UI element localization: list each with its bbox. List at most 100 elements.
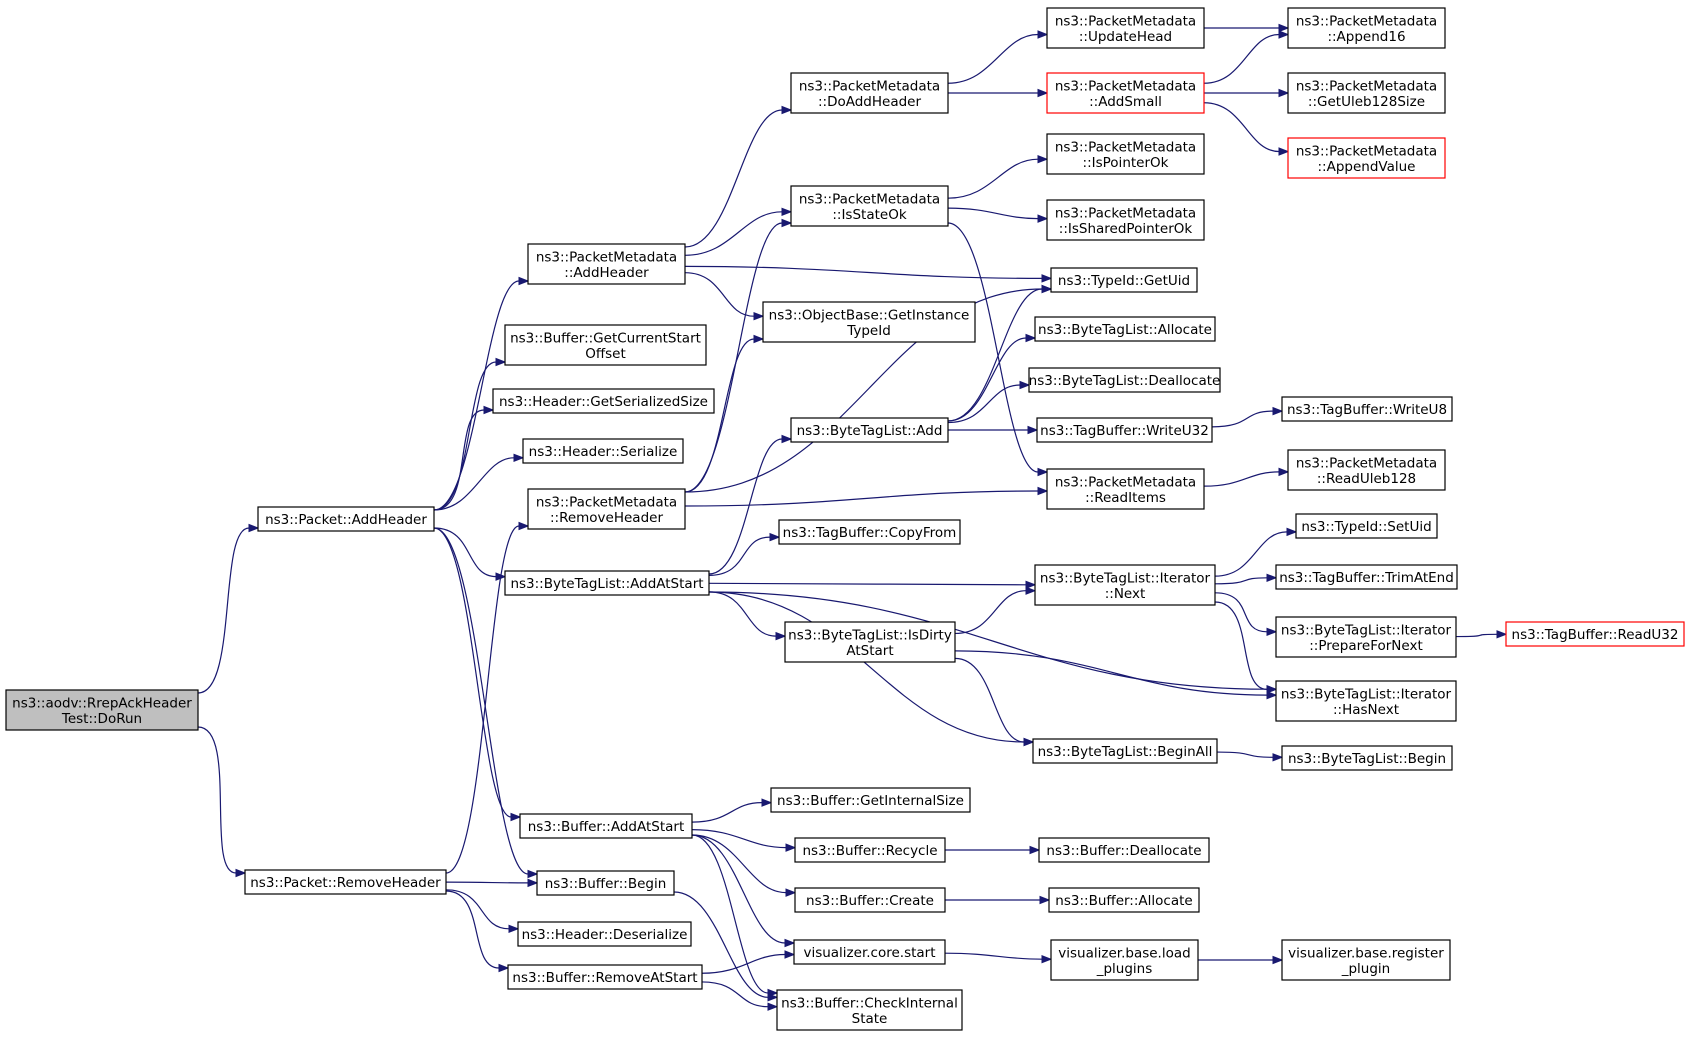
edge-line <box>445 889 510 930</box>
node-hdr-ser[interactable]: ns3::Header::Serialize <box>522 438 684 464</box>
node-btl-begin[interactable]: ns3::ByteTagList::Begin <box>1281 745 1453 771</box>
node-vb-load[interactable]: visualizer.base.load_plugins <box>1050 939 1199 981</box>
node-pm-shptrok[interactable]: ns3::PacketMetadata::IsSharedPointerOk <box>1046 199 1205 241</box>
node-buf-ras[interactable]: ns3::Buffer::RemoveAtStart <box>507 964 703 990</box>
node-label: ns3::ByteTagList::Allocate <box>1038 322 1212 338</box>
node-box <box>1028 367 1221 393</box>
node-pm-ptrok[interactable]: ns3::PacketMetadata::IsPointerOk <box>1046 133 1205 175</box>
node-pm-readitems[interactable]: ns3::PacketMetadata::ReadItems <box>1046 468 1205 510</box>
node-vis-start[interactable]: visualizer.core.start <box>793 939 946 965</box>
node-label: ns3::ByteTagList::Iterator <box>1281 622 1452 638</box>
edge-pkt-rmhdr-to-buf-ras <box>445 890 510 973</box>
node-buf-begin[interactable]: ns3::Buffer::Begin <box>536 870 675 896</box>
node-label: ::IsSharedPointerOk <box>1059 221 1193 237</box>
node-label: ns3::PacketMetadata <box>1055 474 1196 490</box>
node-label: ns3::Buffer::Allocate <box>1055 893 1192 909</box>
arrowhead <box>518 521 530 531</box>
node-hdr-gss[interactable]: ns3::Header::GetSerializedSize <box>492 388 715 414</box>
node-box <box>1287 449 1446 491</box>
node-label: ns3::Buffer::Begin <box>545 876 667 892</box>
arrowhead <box>483 405 495 415</box>
arrowhead <box>510 812 522 822</box>
node-btli-next[interactable]: ns3::ByteTagList::Iterator::Next <box>1034 564 1216 606</box>
node-pkt-rmhdr[interactable]: ns3::Packet::RemoveHeader <box>244 869 447 895</box>
node-btl-alloc[interactable]: ns3::ByteTagList::Allocate <box>1034 316 1216 342</box>
node-btli-prep[interactable]: ns3::ByteTagList::Iterator::PrepareForNe… <box>1275 616 1457 658</box>
edge-line <box>1211 410 1274 428</box>
node-label: ns3::Buffer::AddAtStart <box>528 819 685 835</box>
node-pm-stateok[interactable]: ns3::PacketMetadata::IsStateOk <box>790 185 949 227</box>
node-btl-beginall[interactable]: ns3::ByteTagList::BeginAll <box>1032 738 1218 764</box>
node-pm-doadd[interactable]: ns3::PacketMetadata::DoAddHeader <box>790 72 949 114</box>
node-label: ns3::PacketMetadata <box>1055 205 1196 221</box>
node-label: _plugin <box>1341 961 1391 977</box>
arrowhead <box>1041 284 1053 294</box>
edge-btl-beginall-to-btl-begin <box>1216 751 1284 762</box>
node-label: ::AddSmall <box>1089 94 1162 110</box>
node-label: ns3::PacketMetadata <box>799 191 940 207</box>
node-btli-hasnext[interactable]: ns3::ByteTagList::Iterator::HasNext <box>1275 680 1457 722</box>
node-tid-setuid[interactable]: ns3::TypeId::SetUid <box>1295 513 1438 539</box>
node-pm-rmhdr[interactable]: ns3::PacketMetadata::RemoveHeader <box>527 488 686 530</box>
node-label: ns3::Buffer::GetInternalSize <box>777 793 964 809</box>
node-buf-alloc[interactable]: ns3::Buffer::Allocate <box>1048 887 1200 913</box>
arrowhead <box>508 924 520 934</box>
node-label: ::IsPointerOk <box>1083 155 1169 171</box>
edge-line <box>1214 601 1268 690</box>
edge-pm-rmhdr-to-ob-gitid <box>684 334 765 493</box>
edge-buf-aas-to-buf-cis <box>691 834 779 998</box>
edge-pm-addhdr-to-tid-getuid <box>684 265 1053 283</box>
node-box <box>1281 745 1453 771</box>
edge-pm-addhdr-to-ob-gitid <box>684 272 765 321</box>
node-buf-aas[interactable]: ns3::Buffer::AddAtStart <box>519 813 693 839</box>
node-tb-ru32[interactable]: ns3::TagBuffer::ReadU32 <box>1505 621 1685 647</box>
node-pkt-addhdr[interactable]: ns3::Packet::AddHeader <box>257 506 435 532</box>
node-tb-wu32[interactable]: ns3::TagBuffer::WriteU32 <box>1036 417 1213 443</box>
node-hdr-deser[interactable]: ns3::Header::Deserialize <box>517 921 692 947</box>
node-buf-dealloc[interactable]: ns3::Buffer::Deallocate <box>1038 837 1210 863</box>
node-label: Test::DoRun <box>61 711 142 727</box>
arrowhead <box>1037 486 1049 496</box>
edge-line <box>947 33 1039 84</box>
node-btl-aas[interactable]: ns3::ByteTagList::AddAtStart <box>504 570 710 596</box>
node-btl-add[interactable]: ns3::ByteTagList::Add <box>790 417 949 443</box>
edge-btl-add-to-btl-alloc <box>947 333 1037 422</box>
node-box <box>1287 72 1446 114</box>
node-box <box>793 939 946 965</box>
node-tid-getuid[interactable]: ns3::TypeId::GetUid <box>1050 267 1198 293</box>
node-tb-wu8[interactable]: ns3::TagBuffer::WriteU8 <box>1281 396 1453 422</box>
node-tb-trim[interactable]: ns3::TagBuffer::TrimAtEnd <box>1275 564 1458 590</box>
edge-buf-create-to-buf-alloc <box>944 895 1051 905</box>
node-buf-gis[interactable]: ns3::Buffer::GetInternalSize <box>770 787 971 813</box>
edge-line <box>445 525 520 874</box>
node-label: ns3::ByteTagList::Deallocate <box>1029 373 1221 389</box>
node-tb-copy[interactable]: ns3::TagBuffer::CopyFrom <box>778 519 961 545</box>
arrowhead <box>248 523 260 533</box>
node-label: Offset <box>585 346 626 362</box>
edge-line <box>954 650 1268 696</box>
node-pm-appval[interactable]: ns3::PacketMetadata::AppendValue <box>1287 137 1446 179</box>
node-btl-dealloc[interactable]: ns3::ByteTagList::Deallocate <box>1028 367 1221 393</box>
node-pm-app16[interactable]: ns3::PacketMetadata::Append16 <box>1287 7 1446 49</box>
node-label: ns3::Buffer::RemoveAtStart <box>512 970 697 986</box>
edge-btl-aas-to-btl-add <box>708 434 793 575</box>
node-buf-recycle[interactable]: ns3::Buffer::Recycle <box>794 837 946 863</box>
node-pm-rul[interactable]: ns3::PacketMetadata::ReadUleb128 <box>1287 449 1446 491</box>
arrowhead <box>781 434 793 444</box>
node-label: ::ReadItems <box>1085 490 1166 506</box>
arrowhead <box>518 276 530 286</box>
node-pm-addhdr[interactable]: ns3::PacketMetadata::AddHeader <box>527 243 686 285</box>
node-pm-gul[interactable]: ns3::PacketMetadata::GetUleb128Size <box>1287 72 1446 114</box>
node-label: ns3::PacketMetadata <box>536 249 677 265</box>
node-vb-reg[interactable]: visualizer.base.register_plugin <box>1281 939 1451 981</box>
edge-line <box>433 527 529 875</box>
node-pm-updhead[interactable]: ns3::PacketMetadata::UpdateHead <box>1046 7 1205 49</box>
node-label: ns3::PacketMetadata <box>1296 143 1437 159</box>
node-pm-addsmall[interactable]: ns3::PacketMetadata::AddSmall <box>1046 72 1205 114</box>
node-buf-create[interactable]: ns3::Buffer::Create <box>794 887 946 913</box>
